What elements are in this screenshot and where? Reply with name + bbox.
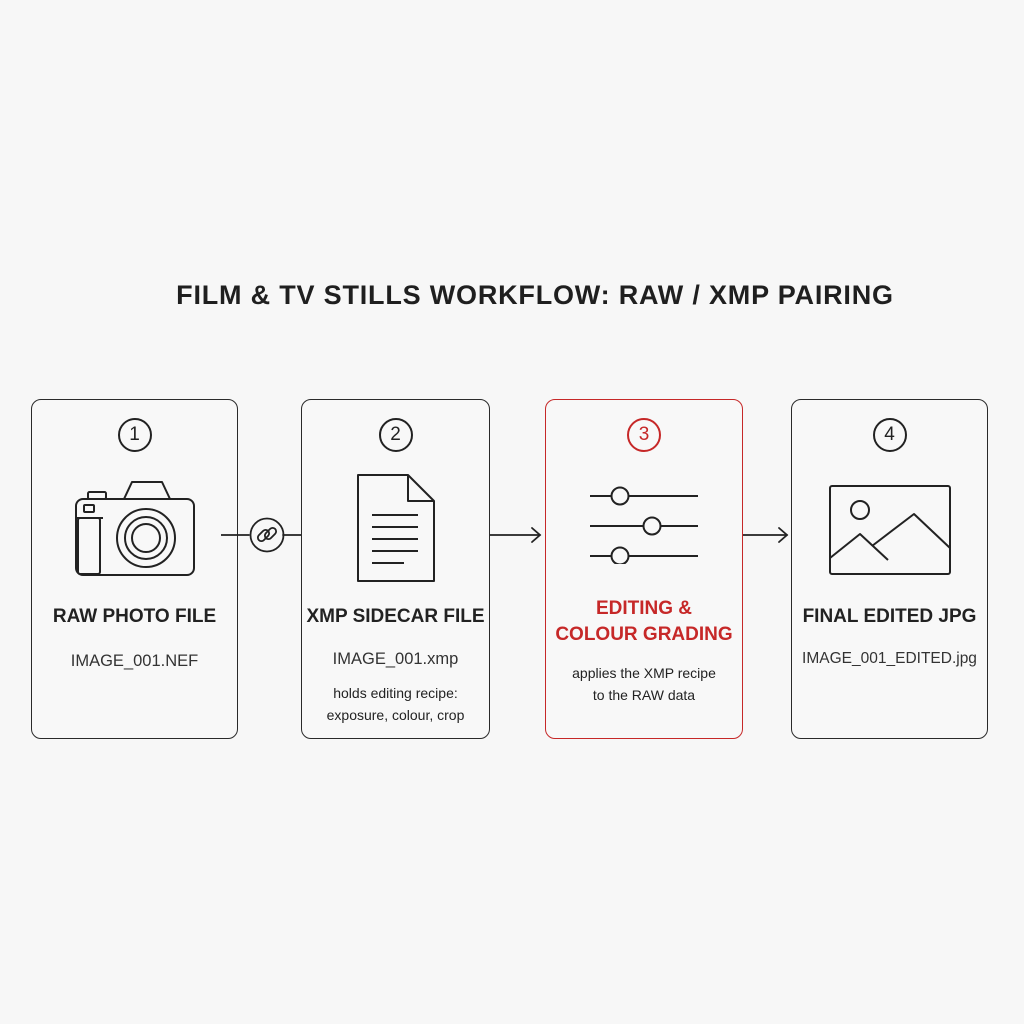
step-filename: IMAGE_001_EDITED.jpg [802, 650, 977, 667]
step-label: EDITING & COLOUR GRADING [550, 596, 738, 648]
description-line: holds editing recipe: [333, 685, 458, 701]
step-card-xmp-sidecar: 2 XMP SIDECAR FILE IMAGE_001.xmp holds e… [301, 399, 490, 739]
label-line: EDITING & [595, 598, 693, 619]
step-filename: IMAGE_001.xmp [332, 650, 459, 668]
image-icon [828, 484, 952, 576]
camera-icon [73, 478, 197, 578]
step-number-badge: 3 [627, 418, 661, 452]
connector-arrow-3 [743, 515, 791, 555]
step-number-badge: 1 [117, 418, 152, 452]
step-description: applies the XMP recipe to the RAW data [550, 662, 738, 706]
link-icon [249, 517, 285, 553]
step-filename: IMAGE_001.NEF [70, 652, 199, 670]
step-card-raw-photo: 1 RAW PHOTO FILE IMAGE_001.NEF [31, 399, 238, 739]
step-card-editing: 3 EDITING & COLOUR GRADING applies the X… [545, 399, 743, 739]
step-number-badge: 4 [872, 418, 907, 452]
connector-arrow-2 [490, 515, 544, 555]
description-line: to the RAW data [592, 687, 696, 703]
step-label: RAW PHOTO FILE [52, 606, 217, 627]
document-icon [356, 473, 436, 585]
step-number-badge: 2 [378, 418, 413, 452]
diagram-title: FILM & TV STILLS WORKFLOW: RAW / XMP PAI… [176, 280, 894, 310]
description-line: applies the XMP recipe [572, 665, 716, 681]
description-line: exposure, colour, crop [326, 707, 465, 723]
step-label: FINAL EDITED JPG [802, 606, 977, 627]
step-card-final-jpg: 4 FINAL EDITED JPG IMAGE_001_EDITED.jpg [791, 399, 988, 739]
sliders-icon [590, 484, 698, 564]
label-line: COLOUR GRADING [555, 624, 733, 645]
step-description: holds editing recipe: exposure, colour, … [306, 682, 485, 726]
step-label: XMP SIDECAR FILE [306, 606, 485, 627]
